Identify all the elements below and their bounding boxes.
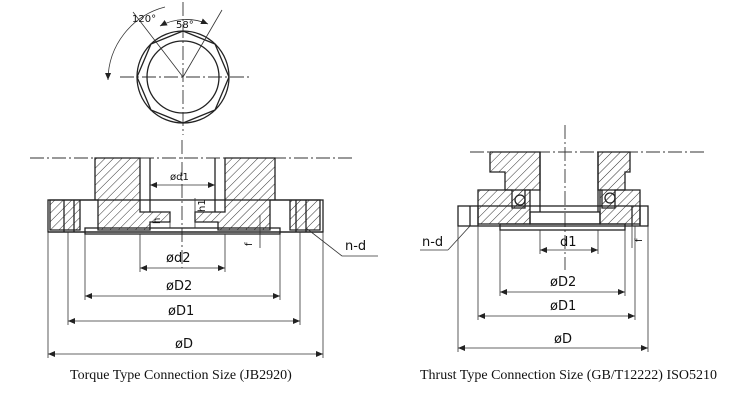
thrust-caption: Thrust Type Connection Size (GB/T12222) … (420, 368, 717, 383)
angle-58-label: 58° (176, 20, 194, 31)
torque-D2-label: øD2 (166, 279, 192, 294)
torque-h1-label: h1 (197, 199, 208, 212)
thrust-section-view (420, 125, 705, 352)
torque-caption: Torque Type Connection Size (JB2920) (70, 368, 292, 383)
torque-h-label: h (152, 218, 163, 224)
thrust-D1-label: øD1 (550, 299, 576, 314)
thrust-drawing: n-d d1 f øD2 øD1 øD Thrust Type Connecti… (420, 125, 717, 383)
torque-nd-label: n-d (345, 239, 366, 254)
torque-top-view (105, 2, 250, 135)
thrust-D-label: øD (554, 332, 572, 347)
torque-d2-label: ød2 (166, 251, 190, 266)
thrust-D2-label: øD2 (550, 275, 576, 290)
torque-f-label: f (244, 242, 255, 246)
torque-drawing: 120° 58° (30, 2, 378, 383)
torque-d1-label: ød1 (170, 172, 189, 183)
thrust-d1-label: d1 (560, 235, 577, 250)
torque-section-view (30, 140, 378, 358)
thrust-f-label: f (634, 238, 645, 242)
torque-D-label: øD (175, 337, 193, 352)
angle-120-label: 120° (132, 14, 156, 25)
thrust-nd-label: n-d (422, 235, 443, 250)
torque-D1-label: øD1 (168, 304, 194, 319)
